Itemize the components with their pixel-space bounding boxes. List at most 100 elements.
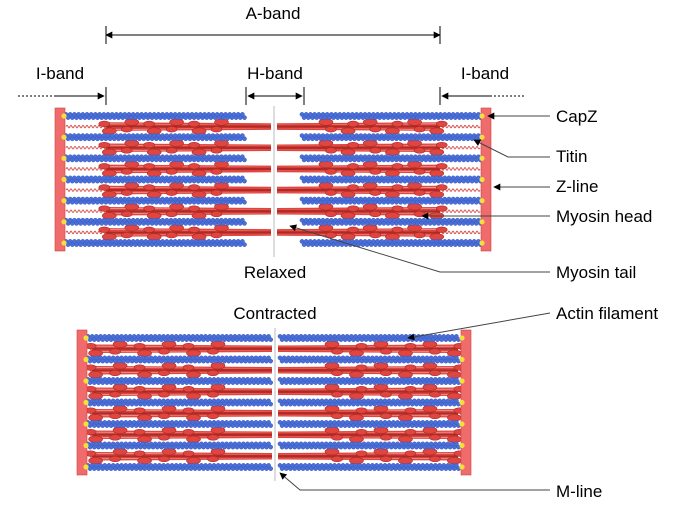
- capz-marker: [61, 155, 67, 161]
- actin-filament: [85, 377, 274, 385]
- capz-marker: [479, 198, 485, 204]
- actin-filament: [277, 398, 461, 407]
- m-line-leader: [279, 472, 550, 491]
- capz-marker: [459, 464, 465, 470]
- i-band-left-label: I-band: [36, 64, 84, 83]
- capz-marker: [479, 176, 485, 183]
- titin-strand: [435, 167, 481, 171]
- myosin-filament: [98, 181, 272, 199]
- a-band-label: A-band: [246, 4, 301, 23]
- actin-filament: [277, 355, 461, 364]
- h-band-label: H-band: [247, 64, 303, 83]
- capz-marker: [61, 198, 67, 204]
- i-band-right-label: I-band: [461, 64, 509, 83]
- titin-leader: [473, 139, 550, 158]
- myosin-filament: [276, 181, 448, 199]
- actin-filament: [299, 239, 483, 247]
- myosin-filament: [84, 383, 273, 400]
- actin-filament: [299, 112, 483, 120]
- z-line-label: Z-line: [556, 177, 599, 196]
- titin-strand: [435, 230, 481, 235]
- actin-filament-label: Actin filament: [556, 304, 658, 323]
- myosin-filament: [84, 405, 273, 422]
- titin-strand: [435, 188, 481, 192]
- capz-marker: [459, 421, 465, 427]
- myosin-head-label: Myosin head: [556, 207, 652, 226]
- titin-label: Titin: [556, 147, 588, 166]
- myosin-filament: [276, 139, 448, 156]
- myosin-filament: [276, 203, 448, 220]
- titin-strand: [435, 209, 481, 213]
- myosin-filament: [277, 383, 466, 400]
- band-markers: [18, 26, 525, 105]
- capz-marker: [83, 442, 89, 449]
- capz-marker: [83, 378, 89, 384]
- myosin-filament: [277, 405, 466, 422]
- relaxed-sarcomere: [54, 106, 492, 257]
- leader-lines: [279, 112, 551, 491]
- actin-filament: [277, 420, 461, 428]
- titin-strand: [435, 124, 481, 129]
- capz-marker: [479, 219, 485, 225]
- actin-filament: [63, 217, 247, 226]
- actin-filament: [85, 334, 274, 342]
- actin-filament: [85, 441, 274, 450]
- capz-marker: [61, 219, 67, 225]
- actin-filament: [63, 175, 247, 184]
- myosin-filament: [98, 118, 272, 135]
- actin-filament: [63, 133, 247, 142]
- capz-marker: [479, 134, 485, 140]
- capz-marker: [61, 113, 67, 119]
- actin-filament: [85, 420, 274, 428]
- capz-marker: [479, 155, 485, 161]
- myosin-tail-leader: [289, 224, 550, 273]
- myosin-filament: [98, 139, 272, 156]
- capz-marker: [459, 442, 465, 449]
- capz-label: CapZ: [556, 107, 598, 126]
- titin-strand: [435, 146, 481, 150]
- capz-marker: [459, 335, 465, 341]
- actin-filament: [299, 196, 483, 205]
- actin-filament: [277, 463, 461, 471]
- capz-marker: [459, 399, 465, 406]
- myosin-filament: [84, 362, 273, 379]
- capz-marker: [479, 240, 485, 246]
- capz-marker: [61, 176, 67, 183]
- myosin-filament: [84, 426, 273, 443]
- actin-filament: [63, 196, 247, 205]
- capz-marker: [83, 421, 89, 427]
- myosin-filament: [276, 224, 448, 241]
- m-line-label: M-line: [556, 482, 602, 501]
- capz-marker: [83, 399, 89, 406]
- capz-marker: [479, 113, 485, 119]
- actin-filament: [277, 377, 461, 385]
- capz-marker: [459, 356, 465, 363]
- actin-filament: [85, 463, 274, 471]
- myosin-filament: [84, 448, 273, 465]
- myosin-filament: [277, 426, 466, 443]
- actin-filament: [63, 112, 247, 120]
- relaxed-label: Relaxed: [244, 263, 306, 282]
- contracted-sarcomere: [76, 328, 472, 481]
- actin-filament: [299, 175, 483, 184]
- actin-filament: [299, 217, 483, 226]
- myosin-filament: [98, 224, 272, 241]
- capz-marker: [61, 134, 67, 140]
- capz-marker: [83, 335, 89, 341]
- capz-marker: [83, 356, 89, 363]
- capz-marker: [61, 240, 67, 246]
- myosin-filament: [84, 340, 273, 357]
- myosin-filament: [276, 118, 448, 135]
- actin-filament: [277, 334, 461, 342]
- actin-filament: [63, 154, 247, 163]
- myosin-filament: [98, 203, 272, 220]
- actin-filament: [299, 133, 483, 142]
- actin-filament: [299, 154, 483, 163]
- capz-marker: [83, 464, 89, 470]
- myosin-filament: [277, 340, 466, 357]
- myosin-filament: [276, 160, 448, 178]
- actin-filament: [85, 398, 274, 407]
- actin-filament: [277, 441, 461, 450]
- actin-filament-leader: [407, 312, 551, 341]
